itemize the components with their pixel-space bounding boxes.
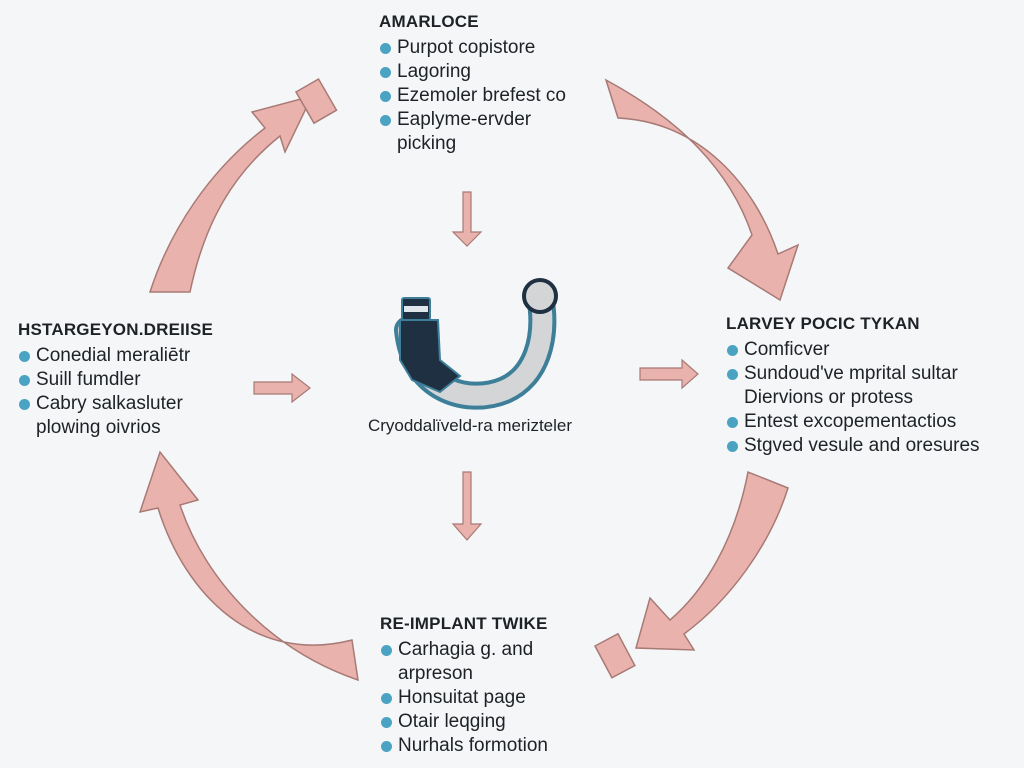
- stage-right: LARVEY POCIC TYKAN Comficver Sundoud've …: [726, 314, 1018, 458]
- list-item-text: Cabry salkasluter: [36, 393, 183, 414]
- stage-bottom: RE-IMPLANT TWIKE Carhagia g. and arpreson…: [380, 614, 620, 758]
- list-item: Cabry salkasluter plowing oivrios: [18, 392, 248, 440]
- list-item: Conedial meraliētr: [18, 344, 248, 368]
- stage-top: AMARLOCE Purpot copistore Lagoring Ezemo…: [379, 12, 619, 156]
- list-item: Carhagia g. and arpreson: [380, 638, 620, 686]
- list-item-text: Honsuitat page: [398, 687, 526, 708]
- list-item-text: Otair leqging: [398, 711, 506, 732]
- cycle-arrow-top-right: [604, 78, 800, 302]
- list-item-text: Sundoud've mprital sultar: [744, 363, 958, 384]
- connector-arrow-down-top: [451, 191, 483, 247]
- stage-top-title: AMARLOCE: [379, 12, 479, 31]
- cycle-arrow-bottom-left: [138, 450, 359, 682]
- center-device-label: Cryoddalïveld-ra merizteler: [367, 416, 573, 435]
- list-item-text: Nurhals formotion: [398, 735, 548, 756]
- cycle-arrow-bottom-right: [635, 470, 789, 651]
- list-item: Nurhals formotion: [380, 734, 620, 758]
- stage-left-list: Conedial meraliētr Suill fumdler Cabry s…: [18, 344, 248, 440]
- list-item-continuation: plowing oivrios: [36, 417, 161, 438]
- cycle-arrow-top-left-tab: [294, 77, 338, 125]
- cycle-arrow-bottom-right-tab: [593, 632, 636, 679]
- list-item-text: Comficver: [744, 339, 830, 360]
- list-item: Eaplyme-ervder picking: [379, 108, 619, 156]
- list-item-text: Stgved vesule and oresures: [744, 435, 980, 456]
- list-item: Lagoring: [379, 60, 619, 84]
- list-item-text: Lagoring: [397, 61, 471, 82]
- list-item: Ezemoler brefest co: [379, 84, 619, 108]
- list-item: Honsuitat page: [380, 686, 620, 710]
- list-item-text: Conedial meraliētr: [36, 345, 191, 366]
- stage-left-title: HSTARGEYON.DREIISE: [18, 320, 214, 339]
- connector-arrow-right-right: [639, 358, 699, 390]
- list-item: Stgved vesule and oresures: [726, 434, 1018, 458]
- list-item-text: Ezemoler brefest co: [397, 85, 566, 106]
- cycle-arrow-top-left: [148, 94, 314, 293]
- list-item-text: Suill fumdler: [36, 369, 141, 390]
- list-item-continuation: arpreson: [398, 663, 473, 684]
- list-item-text: Carhagia g. and: [398, 639, 534, 660]
- connector-arrow-down-bottom: [451, 471, 483, 541]
- list-item: Purpot copistore: [379, 36, 619, 60]
- list-item-text: Purpot copistore: [397, 37, 536, 58]
- cryo-device-icon: [394, 278, 558, 410]
- list-item-text: Entest excopementactios: [744, 411, 957, 432]
- stage-left: HSTARGEYON.DREIISE Conedial meraliētr Su…: [18, 320, 248, 440]
- list-item-text: Eaplyme-ervder: [397, 109, 532, 130]
- list-item: Suill fumdler: [18, 368, 248, 392]
- stage-right-title: LARVEY POCIC TYKAN: [726, 314, 920, 333]
- connector-arrow-right-left: [253, 372, 311, 404]
- stage-top-list: Purpot copistore Lagoring Ezemoler brefe…: [379, 36, 619, 156]
- list-item: Comficver: [726, 338, 1018, 362]
- stage-bottom-list: Carhagia g. and arpreson Honsuitat page O…: [380, 638, 620, 758]
- list-item-continuation: picking: [397, 133, 457, 154]
- list-item: Otair leqging: [380, 710, 620, 734]
- list-item: Entest excopementactios: [726, 410, 1018, 434]
- stage-bottom-title: RE-IMPLANT TWIKE: [380, 614, 548, 633]
- list-item-continuation: Diervions or protess: [744, 387, 913, 408]
